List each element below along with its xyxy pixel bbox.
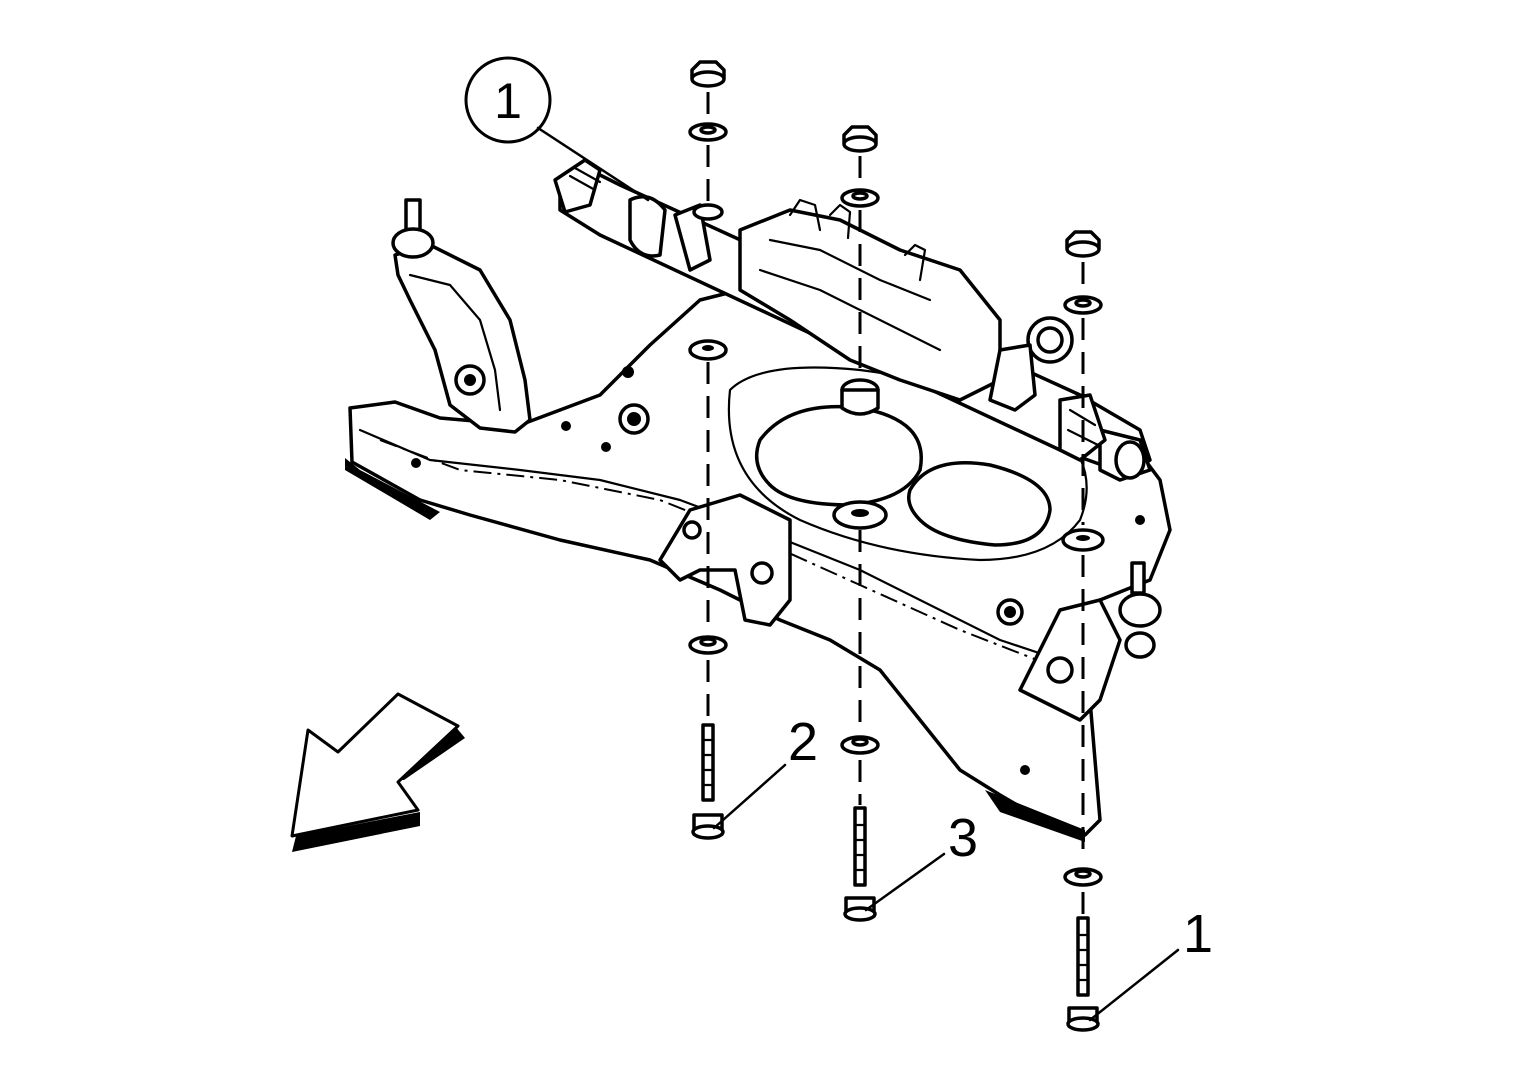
callout-1-bottom: 1	[1088, 904, 1213, 1022]
fastener-stack-right	[1061, 230, 1105, 1032]
callout-circled-1: 1	[464, 56, 650, 202]
right-ball-stud	[1118, 561, 1162, 659]
fastener-stack-middle	[832, 125, 888, 922]
callout-label-1: 1	[1183, 904, 1213, 964]
fastener-stack-left	[688, 60, 728, 840]
front-direction-arrow-icon	[290, 692, 465, 852]
callout-2: 2	[712, 712, 818, 830]
callout-label-2: 2	[788, 712, 818, 772]
callout-label-3: 3	[948, 808, 978, 868]
callout-3: 3	[864, 808, 978, 912]
left-knuckle-arm	[391, 198, 532, 434]
subframe-crossmember	[345, 283, 1172, 842]
circled-label-text: 1	[494, 73, 522, 129]
steering-gear	[553, 158, 1152, 482]
